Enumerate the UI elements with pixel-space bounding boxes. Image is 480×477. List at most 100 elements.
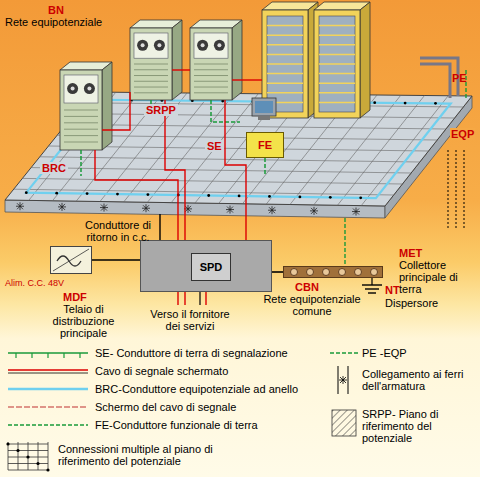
grid-line xyxy=(40,157,420,162)
legend-sample xyxy=(8,373,88,374)
legend-sample xyxy=(332,410,356,436)
node-label: Alim. C.C. 48V xyxy=(5,278,64,288)
label: Rete equipotenziale xyxy=(5,16,102,28)
rebar-symbol xyxy=(100,204,108,212)
grid-line xyxy=(22,178,402,184)
label: SE xyxy=(205,140,224,152)
drawing-stroke xyxy=(67,83,78,94)
label: BN xyxy=(48,4,64,16)
legend-sample xyxy=(31,353,32,358)
drawing-stroke xyxy=(319,73,355,75)
drawing-stroke xyxy=(194,87,228,88)
legend-sample xyxy=(48,442,49,470)
supply-symbol xyxy=(51,247,91,273)
drawing-stroke xyxy=(134,87,168,88)
signal-cable xyxy=(245,216,246,240)
drawing-stroke xyxy=(319,25,355,27)
legend-sample xyxy=(16,449,19,452)
bond-dot xyxy=(116,193,119,196)
drawing-stroke xyxy=(267,54,303,56)
earth-symbol xyxy=(368,292,376,293)
drawing-stroke xyxy=(267,92,303,94)
legend-sample xyxy=(63,353,64,358)
legend-sample xyxy=(6,442,9,445)
drawing-stroke xyxy=(194,69,228,70)
drawing-stroke xyxy=(319,44,355,46)
legend-sample xyxy=(348,366,349,394)
drawing-stroke xyxy=(134,64,168,65)
bond-dot xyxy=(373,101,376,104)
met-bar: METCollettore principale di terra xyxy=(283,266,383,278)
signal-cable xyxy=(184,292,185,305)
drawing-stroke xyxy=(130,28,172,100)
bond-dot xyxy=(359,196,362,199)
drawing-stroke xyxy=(84,83,95,94)
pc-screen xyxy=(255,101,273,113)
rebar-symbol xyxy=(268,206,276,214)
bond-dot xyxy=(146,193,149,196)
bond-dot xyxy=(238,195,241,198)
drawing-stroke xyxy=(214,40,225,51)
drawing-stroke xyxy=(267,73,303,75)
drawing-stroke xyxy=(319,92,355,94)
drawing-stroke xyxy=(319,54,355,56)
node-label: FE xyxy=(258,139,272,151)
drawing-stroke xyxy=(64,122,98,123)
drawing-stroke xyxy=(64,116,98,117)
drawing-stroke xyxy=(314,10,360,118)
legend-sample xyxy=(8,424,88,426)
power-supply: Alim. C.C. 48V xyxy=(50,246,92,274)
drawing-stroke xyxy=(267,25,303,27)
legend-text: BRC-Conduttore equipotenziale ad anello xyxy=(95,383,327,395)
drawing-stroke xyxy=(154,40,165,51)
rebar-symbol xyxy=(58,203,66,211)
legend-text: PE -EQP xyxy=(362,347,472,359)
label: BRC xyxy=(40,162,68,174)
return-conductor xyxy=(159,214,160,240)
drawing-stroke xyxy=(64,135,98,136)
rebar-symbol xyxy=(226,206,234,214)
met-studs xyxy=(284,267,382,277)
legend-sample xyxy=(79,353,80,358)
drawing-stroke xyxy=(267,16,303,112)
drawing-stroke xyxy=(360,2,370,118)
eqp-conductor xyxy=(456,150,457,228)
label: Rete equipotenziale comune xyxy=(262,293,362,317)
bond-dot xyxy=(434,102,437,105)
drawing-stroke xyxy=(134,81,168,82)
bond-dot xyxy=(298,195,301,198)
drawing-stroke xyxy=(197,40,208,51)
grid-line xyxy=(31,168,411,173)
drawing-stroke xyxy=(71,87,75,91)
legend-sample xyxy=(26,455,29,458)
label: SRPP xyxy=(144,104,178,116)
drawing-stroke xyxy=(102,62,112,150)
equipment-cabinet xyxy=(190,20,242,100)
bond-dot xyxy=(86,192,89,195)
label: EQP xyxy=(450,128,475,140)
signal-cable xyxy=(177,216,178,240)
node-label: MDF xyxy=(63,291,87,303)
equipment-cabinet xyxy=(60,62,112,150)
se-conductor xyxy=(80,150,82,176)
earth-symbol xyxy=(365,288,379,289)
drawing-stroke xyxy=(194,92,228,93)
drawing-stroke xyxy=(134,75,168,76)
drawing-stroke xyxy=(267,34,303,36)
bond-dot xyxy=(329,196,332,199)
rebar-symbol xyxy=(352,208,360,216)
signal-cable xyxy=(184,216,185,240)
drawing-stroke xyxy=(137,40,148,51)
legend-sample xyxy=(8,406,88,407)
legend-text: Connessioni multiple al piano di riferim… xyxy=(58,443,258,467)
signal-cable xyxy=(205,292,206,305)
mdf-frame: MDFTelaio di distribuzione principaleSPD xyxy=(140,240,272,292)
equipment-cabinet xyxy=(130,20,182,100)
node-description: Telaio di distribuzione principale xyxy=(41,303,126,339)
legend-sample xyxy=(339,376,347,384)
drawing-stroke xyxy=(355,269,362,276)
drawing-stroke xyxy=(60,70,102,150)
legend-sample xyxy=(36,462,39,465)
